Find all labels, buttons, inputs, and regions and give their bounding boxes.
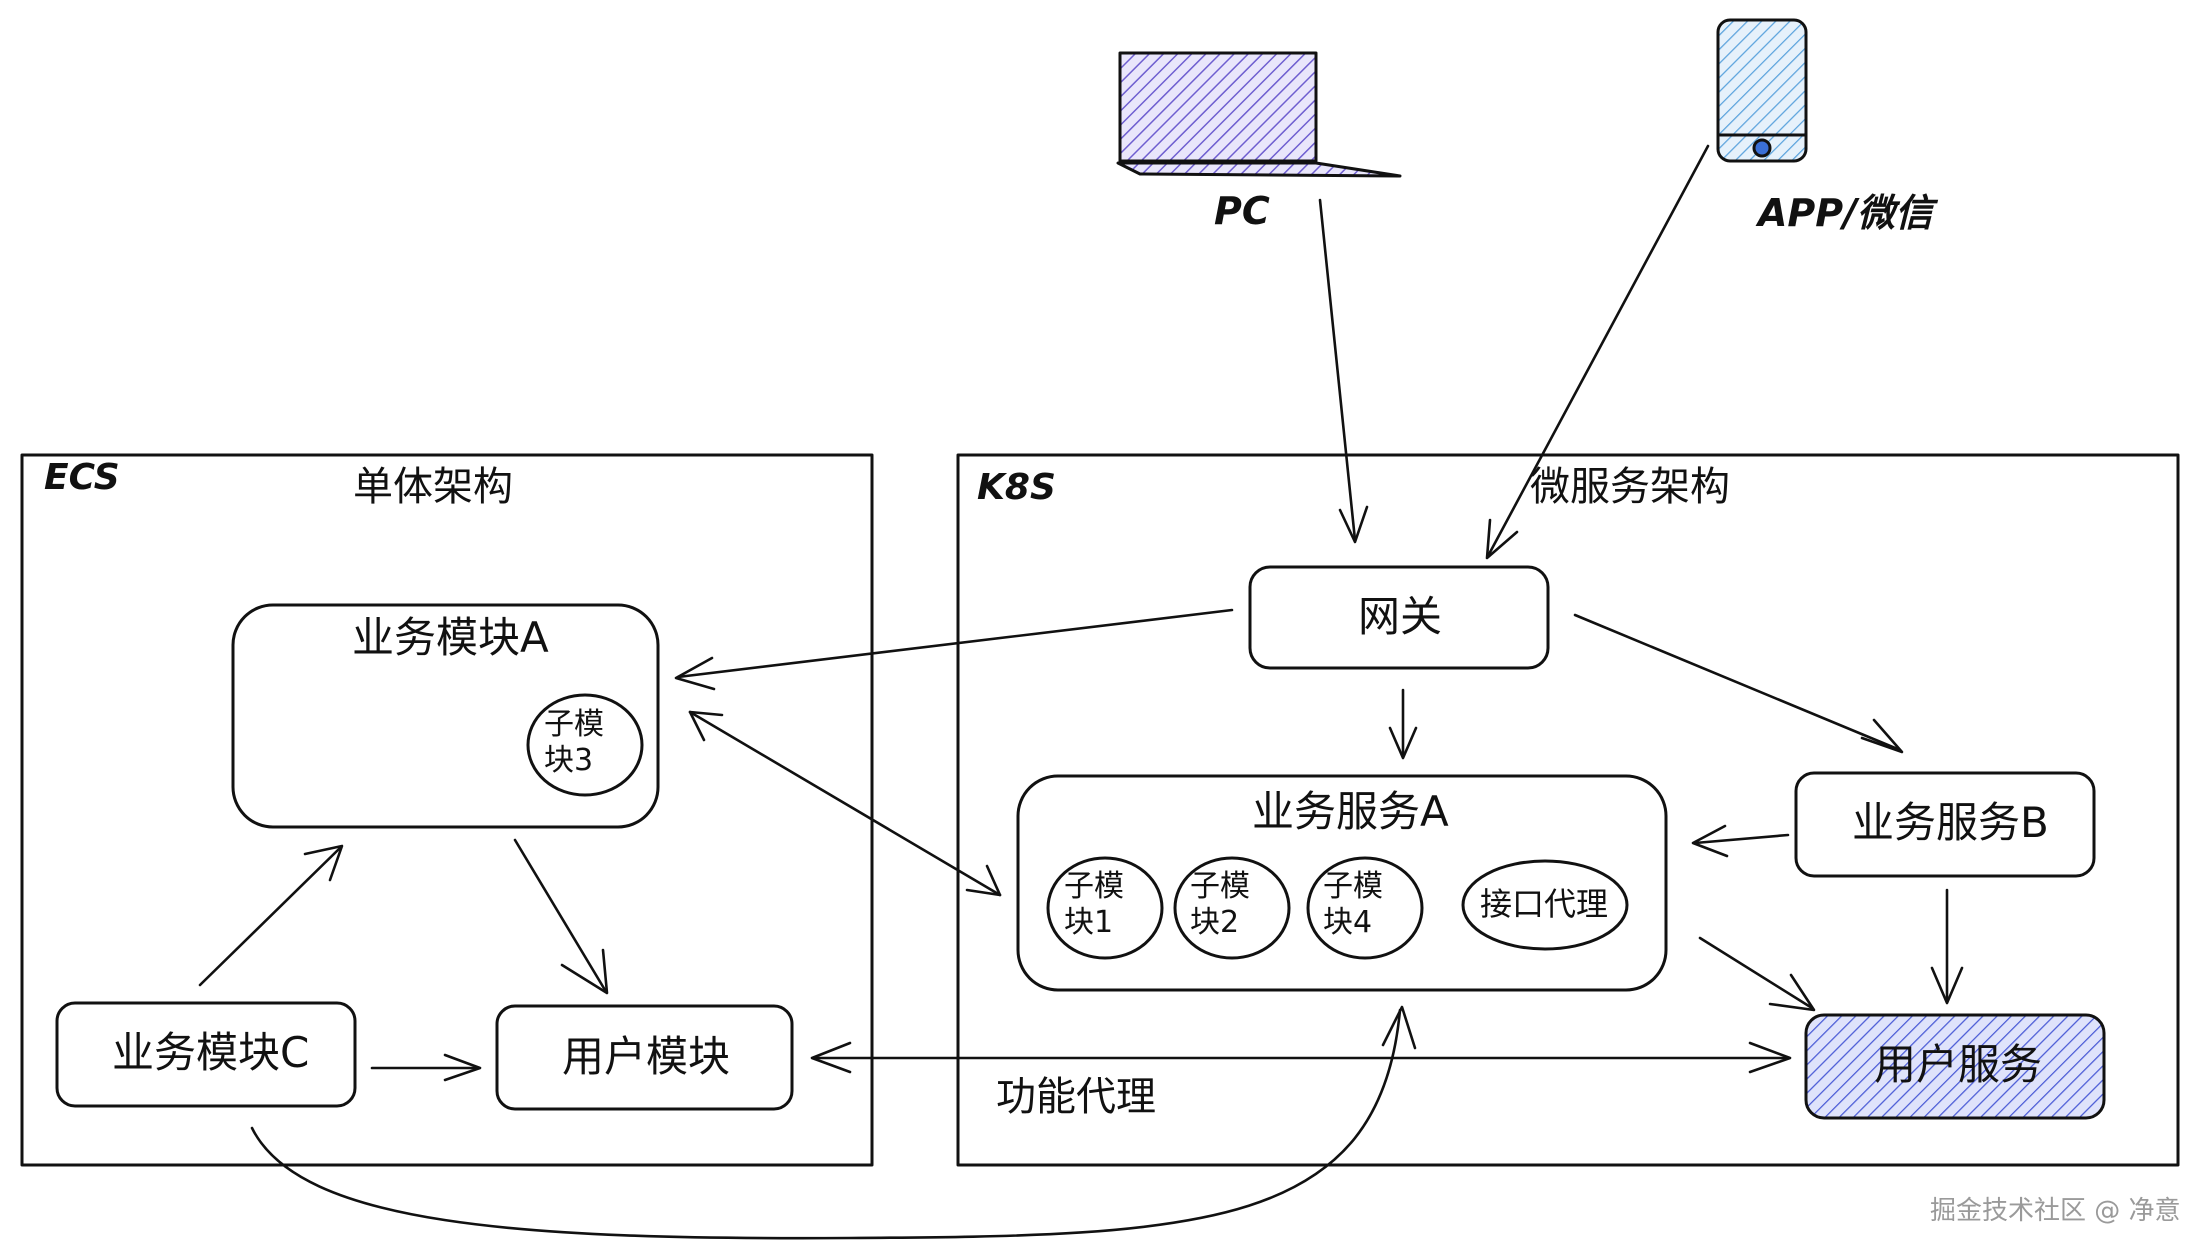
module-c-box [55,1001,357,1108]
user-module-box [495,1004,794,1111]
app-label: APP/微信 [1758,191,1933,235]
sub-module-4-circle [1306,856,1424,960]
user-service-box [1804,1013,2106,1120]
k8s-label: K8S [977,467,1056,508]
sub-module-3-circle [526,693,644,797]
sub-module-1-circle [1046,856,1164,960]
sub-module-2-circle [1173,856,1291,960]
interface-proxy-ellipse [1461,859,1629,951]
sub-module-1-label: 子模块1 [1064,869,1124,940]
ecs-container [20,453,874,1167]
service-a-box [1016,774,1668,992]
watermark: 掘金技术社区 @ 净意 [1930,1196,2181,1226]
gateway-label: 网关 [1358,592,1443,641]
arrows [198,144,1964,1240]
module-c-label: 业务模块C [112,1028,310,1077]
gateway-box [1248,565,1550,670]
module-a-label: 业务模块A [352,613,549,662]
function-proxy-label: 功能代理 [996,1074,1156,1120]
monolith-title: 单体架构 [353,464,513,510]
ecs-label: ECS [44,457,120,498]
user-service-label: 用户服务 [1874,1040,2043,1089]
microservices-title: 微服务架构 [1530,464,1730,510]
pc-label: PC [1214,189,1270,233]
sub-module-4-label: 子模块4 [1323,869,1383,940]
sub-module-2-label: 子模块2 [1190,869,1250,940]
k8s-container [956,453,2180,1167]
interface-proxy-label: 接口代理 [1480,885,1609,923]
service-a-label: 业务服务A [1252,787,1449,836]
module-a-box [231,603,660,829]
laptop-icon [1116,51,1402,178]
service-b-label: 业务服务B [1852,798,2049,847]
service-b-box [1794,771,2096,878]
phone-icon [1716,18,1808,163]
user-module-label: 用户模块 [562,1032,731,1081]
sub-module-3-label: 子模块3 [544,707,604,778]
